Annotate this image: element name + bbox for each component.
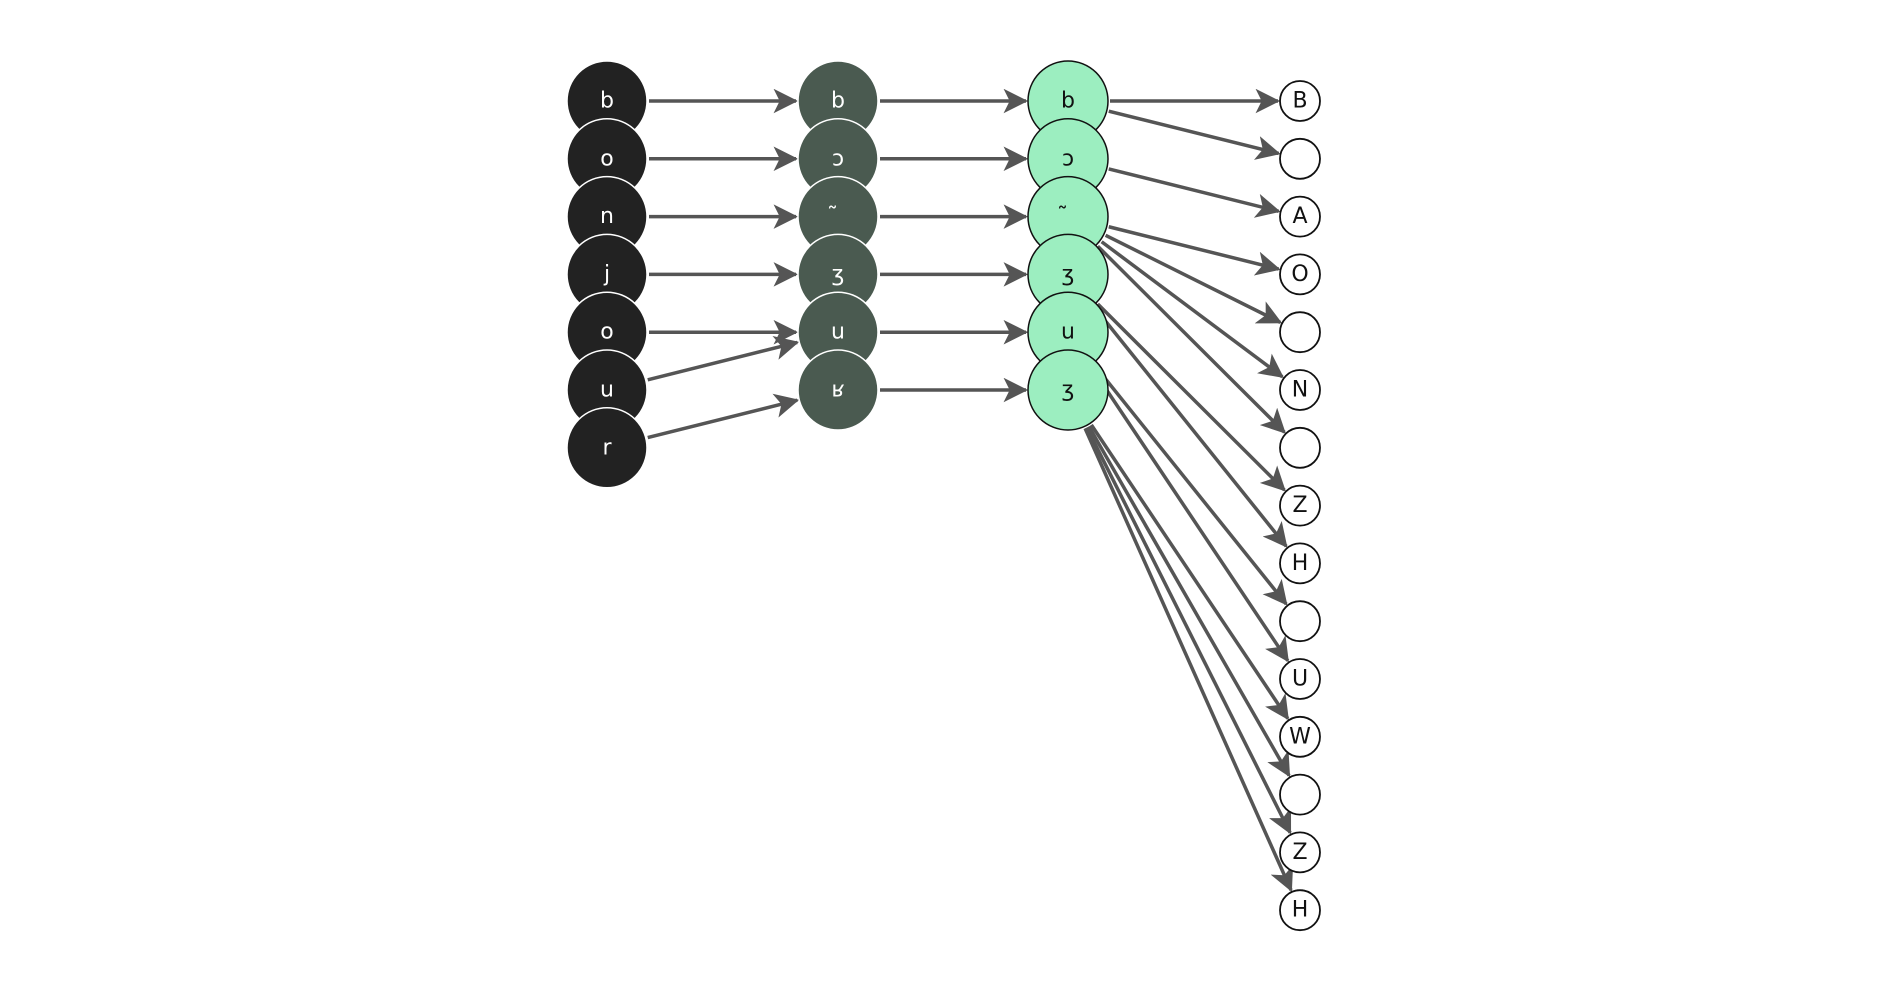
node-phonemes_highlighted: b: [1027, 60, 1109, 142]
node-circle: [1279, 369, 1321, 411]
node-label: N: [1292, 378, 1308, 403]
node-phonemes: u: [797, 291, 879, 373]
node-outputs: N: [1279, 369, 1321, 411]
node-circle: [1279, 831, 1321, 874]
edge-arrow: [1089, 366, 1290, 663]
node-label: ʒ: [1062, 262, 1075, 287]
node-outputs: [1279, 426, 1321, 469]
edge-arrow: [1085, 426, 1292, 835]
edges: [647, 88, 1294, 892]
node-label: b: [1061, 89, 1075, 114]
node-label: A: [1292, 204, 1307, 229]
node-label: u: [831, 320, 845, 345]
node-label: U: [1292, 667, 1308, 692]
node-label: Z: [1292, 840, 1307, 865]
node-label: H: [1292, 898, 1309, 923]
edge-arrow: [1104, 233, 1283, 324]
node-label: r: [602, 435, 612, 460]
node-outputs: [1279, 311, 1321, 354]
node-outputs: [1279, 137, 1321, 180]
node-label: ʒ: [1062, 378, 1075, 403]
node-circle: [1279, 137, 1321, 180]
edge-arrow: [647, 335, 800, 382]
node-circle: [1279, 600, 1321, 643]
node-label: ɔ: [832, 146, 844, 171]
node-circle: [1279, 195, 1321, 238]
node-label: ʁ: [831, 378, 844, 403]
node-label: u: [1061, 320, 1075, 345]
node-letters: r: [566, 407, 648, 489]
node-phonemes: ʁ: [797, 349, 879, 431]
node-label: Z: [1292, 493, 1307, 518]
edge-arrow: [1087, 425, 1291, 778]
node-phonemes: ɔ: [797, 118, 879, 200]
node-label: o: [600, 146, 613, 171]
node-label: ɔ: [1062, 146, 1074, 171]
node-circle: [1279, 715, 1321, 758]
node-outputs: Z: [1279, 831, 1321, 874]
node-outputs: B: [1279, 80, 1321, 122]
edge-arrow: [1083, 427, 1294, 892]
node-label: b: [600, 89, 614, 114]
node-circle: [1279, 773, 1321, 816]
node-outputs: Z: [1279, 484, 1321, 527]
edge-arrow: [1108, 109, 1281, 160]
node-circle: [1279, 484, 1321, 527]
edge-arrow: [1108, 225, 1281, 276]
node-phonemes_highlighted: ɔ: [1027, 118, 1109, 200]
node-outputs: O: [1279, 253, 1321, 296]
edge-arrow: [1108, 167, 1281, 218]
node-outputs: A: [1279, 195, 1321, 238]
node-outputs: H: [1279, 542, 1321, 585]
node-label: ʒ: [832, 262, 845, 287]
node-outputs: [1279, 773, 1321, 816]
node-phonemes: b: [797, 60, 879, 142]
node-circle: [1279, 311, 1321, 354]
node-label: W: [1289, 724, 1311, 749]
node-circle: [797, 349, 879, 431]
edge-arrow: [1096, 245, 1286, 434]
node-circle: [1279, 889, 1321, 932]
edge-arrow: [1089, 423, 1290, 721]
node-label: u: [600, 378, 614, 403]
node-phonemes_highlighted: ʒ: [1027, 233, 1109, 316]
edge-arrow: [1092, 363, 1288, 606]
edge-arrow: [647, 393, 800, 440]
node-label: b: [831, 89, 845, 114]
node-circle: [566, 407, 648, 489]
node-phonemes_highlighted: ʒ: [1027, 349, 1109, 431]
node-label: o: [600, 320, 613, 345]
node-outputs: [1279, 600, 1321, 643]
node-circle: [1279, 426, 1321, 469]
node-phonemes: ʒ: [797, 233, 879, 316]
node-letters: o: [566, 291, 648, 373]
node-label: B: [1292, 89, 1307, 114]
node-label: n: [600, 204, 614, 229]
node-circle: [1279, 658, 1321, 700]
node-outputs: W: [1279, 715, 1321, 758]
edge-arrow: [1100, 240, 1285, 379]
node-circle: [1279, 542, 1321, 585]
edge-arrow: [1096, 302, 1286, 492]
node-outputs: H: [1279, 889, 1321, 932]
node-label: j: [603, 262, 610, 287]
node-label: H: [1292, 551, 1309, 576]
node-label: O: [1291, 262, 1308, 287]
node-circle: [1027, 349, 1109, 431]
node-letters: o: [566, 118, 648, 200]
node-circle: [1279, 80, 1321, 122]
node-outputs: U: [1279, 658, 1321, 700]
edge-arrow: [1092, 306, 1288, 548]
node-circle: [1279, 253, 1321, 296]
